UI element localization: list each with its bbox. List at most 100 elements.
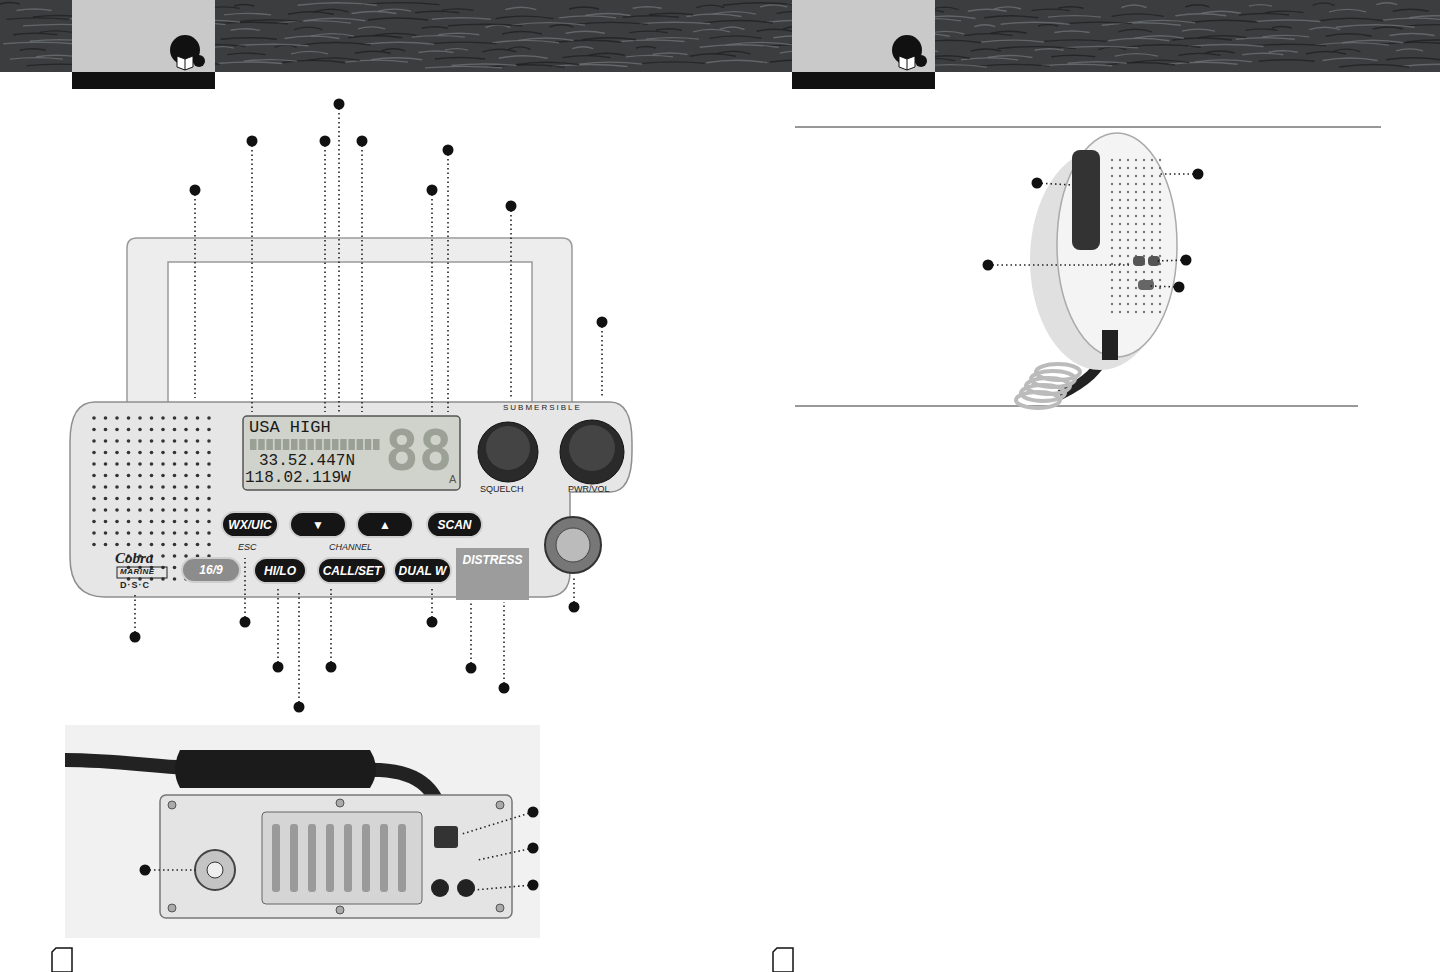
bar-segment: [283, 439, 290, 450]
grille-hole: [1111, 263, 1113, 265]
grille-hole: [196, 520, 200, 524]
heat-fin: [398, 824, 406, 892]
wave-stroke: [345, 60, 408, 62]
grille-hole: [1119, 303, 1121, 305]
grille-hole: [184, 451, 188, 455]
bar-segment: [275, 439, 282, 450]
grille-hole: [207, 520, 211, 524]
grille-hole: [1119, 215, 1121, 217]
grille-hole: [1151, 199, 1153, 201]
wave-stroke: [549, 25, 573, 27]
grille-hole: [138, 451, 142, 455]
grille-hole: [115, 508, 119, 512]
photo-ground: [65, 222, 640, 610]
leader-line: [503, 602, 505, 688]
wave-stroke: [1380, 42, 1440, 44]
wave-stroke: [1259, 60, 1315, 62]
grille-hole: [196, 474, 200, 478]
wave-stroke: [1406, 40, 1440, 42]
grille-hole: [1127, 167, 1129, 169]
wave-stroke: [1269, 51, 1298, 53]
grille-hole: [1151, 175, 1153, 177]
wave-stroke: [1179, 53, 1221, 55]
grille-hole: [92, 462, 96, 466]
heat-fin: [272, 824, 280, 892]
bar-segment: [348, 439, 355, 450]
grille-hole: [1135, 231, 1137, 233]
grille-hole: [1127, 191, 1129, 193]
callout-dot: [1193, 169, 1204, 180]
wave-stroke: [1323, 58, 1378, 61]
display-panel: USA HIGH33.52.447N118.02.119W88A: [243, 416, 460, 490]
accessory-plug: [431, 879, 449, 897]
wave-stroke: [227, 53, 265, 55]
button-label: ▼: [312, 519, 324, 531]
wave-stroke: [1329, 9, 1366, 12]
callout-dot: [499, 683, 510, 694]
grille-hole: [1111, 287, 1113, 289]
grille-hole: [173, 439, 177, 443]
knob-label: SQUELCH: [480, 485, 524, 494]
grille-hole: [173, 531, 177, 535]
leader-line: [474, 885, 533, 890]
heat-sink: [262, 812, 422, 904]
wave-stroke: [1192, 20, 1258, 22]
grille-hole: [138, 416, 142, 420]
grille-hole: [1111, 303, 1113, 305]
grille-hole: [1151, 215, 1153, 217]
brand-logo: MARINE: [120, 568, 155, 576]
wave-stroke: [1108, 38, 1169, 41]
leader-line: [251, 141, 253, 412]
grille-hole: [92, 520, 96, 524]
grille-hole: [184, 474, 188, 478]
grille-hole: [1127, 215, 1129, 217]
grille-hole: [138, 508, 142, 512]
wave-stroke: [997, 47, 1075, 49]
grille-hole: [115, 531, 119, 535]
wave-stroke: [643, 62, 705, 64]
grille-hole: [115, 485, 119, 489]
grille-hole: [150, 531, 154, 535]
grille-hole: [1151, 191, 1153, 193]
grille-hole: [115, 497, 119, 501]
grille-hole: [161, 531, 165, 535]
leader-line: [470, 602, 472, 668]
antenna-socket: [195, 850, 235, 890]
wave-stroke: [298, 3, 377, 6]
grille-hole: [184, 428, 188, 432]
wave-stroke: [495, 16, 553, 19]
callout-dot: [506, 201, 517, 212]
grille-hole: [161, 497, 165, 501]
wave-stroke: [723, 3, 799, 6]
wave-stroke: [428, 42, 496, 44]
wave-stroke: [221, 38, 277, 40]
grille-hole: [1159, 215, 1161, 217]
button-label: CALL/SET: [323, 565, 382, 577]
grille-hole: [1159, 303, 1161, 305]
wave-stroke: [509, 47, 531, 50]
grille-hole: [1135, 191, 1137, 193]
wave-stroke: [378, 9, 411, 11]
wave-stroke: [988, 56, 1033, 58]
grille-hole: [1127, 271, 1129, 273]
grille-hole: [138, 520, 142, 524]
grille-hole: [1151, 183, 1153, 185]
grille-hole: [173, 520, 177, 524]
grille-hole: [161, 474, 165, 478]
wave-stroke: [1336, 25, 1415, 28]
button: CALL/SET: [317, 557, 388, 584]
leader-line: [244, 558, 246, 622]
leader-line: [478, 848, 533, 860]
wave-stroke: [365, 42, 434, 44]
button-label: DISTRESS: [462, 554, 522, 566]
wave-stroke: [499, 56, 548, 59]
wave-stroke: [706, 60, 767, 63]
grille-hole: [196, 462, 200, 466]
grille-hole: [1135, 175, 1137, 177]
wave-stroke: [432, 18, 491, 20]
grille-hole: [1143, 247, 1145, 249]
grille-hole: [1111, 255, 1113, 257]
wave-stroke: [690, 54, 736, 57]
wave-stroke: [1390, 34, 1435, 36]
wave-stroke: [502, 32, 542, 35]
